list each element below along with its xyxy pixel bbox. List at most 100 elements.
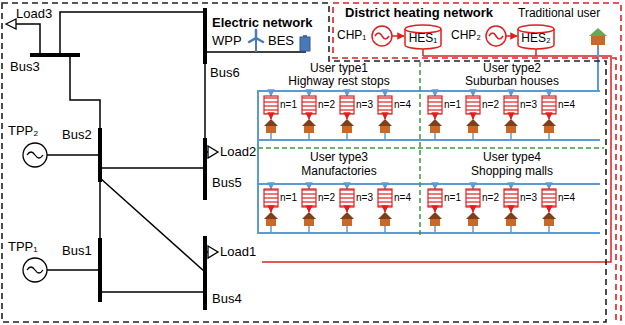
- heat-arrow: [472, 207, 474, 212]
- chp-symbol: [372, 26, 392, 46]
- generator-symbol: [23, 258, 47, 282]
- line-wire: [100, 291, 205, 293]
- house-roof: [466, 119, 480, 126]
- house-roof: [264, 212, 278, 219]
- chp-wave: [489, 33, 503, 39]
- house-roof: [504, 212, 518, 219]
- bus-bar: [203, 138, 207, 200]
- component-label: TPP₂: [8, 124, 38, 139]
- region-outline: [333, 3, 621, 320]
- heat-arrow: [346, 207, 348, 212]
- heat-arrow: [270, 207, 272, 212]
- user-unit: [340, 184, 354, 233]
- user-unit: [504, 91, 518, 140]
- user-unit: [466, 184, 480, 233]
- component-label: User type1: [310, 62, 368, 76]
- component-label: WPP: [212, 34, 242, 49]
- heat-arrow: [308, 207, 310, 212]
- return-pipe: [270, 133, 272, 140]
- turbine-blades: [249, 30, 263, 42]
- unit-index: n=3: [356, 99, 373, 111]
- heat-arrow: [510, 207, 512, 212]
- line-wire: [100, 178, 205, 272]
- user-unit: [340, 91, 354, 140]
- unit-index: n=2: [482, 192, 499, 204]
- user-unit: [264, 184, 278, 233]
- component-label: Load2: [220, 145, 256, 160]
- supply-arrow: [384, 91, 386, 96]
- chp-wave: [375, 33, 389, 39]
- group-divider: [258, 147, 604, 149]
- return-pipe: [346, 226, 348, 233]
- region-title: Electric network: [212, 15, 312, 30]
- heat-storage-tank: [378, 189, 392, 207]
- house-roof: [302, 119, 316, 126]
- house-roof: [264, 119, 278, 126]
- component-label: HES₂: [521, 32, 550, 46]
- load-wire: [16, 24, 40, 55]
- storage-cylinder: [518, 29, 554, 49]
- component-label: HES₁: [409, 32, 438, 46]
- heat-storage-tank: [466, 96, 480, 114]
- return-pipe: [510, 133, 512, 140]
- unit-index: n=4: [558, 99, 575, 111]
- line-wire: [204, 64, 206, 138]
- line-wire: [70, 55, 100, 128]
- load-symbol: [208, 146, 218, 158]
- component-label: Load1: [220, 245, 256, 260]
- unit-index: n=1: [280, 99, 297, 111]
- return-pipe: [548, 226, 550, 233]
- supply-arrow: [434, 184, 436, 189]
- supply-arrow: [346, 184, 348, 189]
- house-body: [342, 219, 352, 226]
- house-roof: [340, 212, 354, 219]
- supply-arrow: [308, 184, 310, 189]
- house-body: [506, 219, 516, 226]
- component-label: Bus5: [212, 176, 242, 191]
- unit-index: n=1: [444, 99, 461, 111]
- house-body: [468, 219, 478, 226]
- house-body: [380, 219, 390, 226]
- house-body: [266, 219, 276, 226]
- heat-storage-tank: [428, 96, 442, 114]
- component-label: Shopping malls: [471, 165, 553, 179]
- heat-storage-tank: [264, 189, 278, 207]
- house-roof: [378, 119, 392, 126]
- component-label: Bus2: [62, 128, 92, 143]
- heat-storage-tank: [340, 96, 354, 114]
- unit-index: n=2: [318, 192, 335, 204]
- return-pipe: [384, 133, 386, 140]
- heat-storage-tank: [340, 189, 354, 207]
- user-unit: [428, 91, 442, 140]
- house-body: [468, 126, 478, 133]
- component-label: CHP₁: [337, 29, 366, 43]
- return-pipe: [472, 226, 474, 233]
- supply-arrow: [472, 184, 474, 189]
- house-roof: [542, 212, 556, 219]
- heat-arrow: [346, 114, 348, 119]
- house-body: [544, 126, 554, 133]
- user-unit: [542, 91, 556, 140]
- user-pipe-link: [257, 140, 259, 184]
- user-unit: [378, 184, 392, 233]
- unit-index: n=3: [520, 192, 537, 204]
- component-label: Suburban houses: [465, 75, 559, 89]
- user-pipe-loop: [258, 184, 600, 233]
- heat-storage-tank: [466, 189, 480, 207]
- user-unit: [302, 91, 316, 140]
- heat-storage-tank: [428, 189, 442, 207]
- return-pipe: [434, 226, 436, 233]
- house-roof: [542, 119, 556, 126]
- battery: [300, 35, 310, 51]
- return-pipe: [346, 133, 348, 140]
- component-label: User type2: [483, 62, 541, 76]
- heat-storage-tank: [378, 96, 392, 114]
- heat-storage-tank: [504, 189, 518, 207]
- user-unit: [302, 184, 316, 233]
- battery-body: [300, 37, 310, 51]
- turbine-tower: [255, 38, 257, 52]
- unit-index: n=3: [356, 192, 373, 204]
- supply-arrow: [548, 91, 550, 96]
- component-label: Traditional user: [518, 7, 600, 21]
- chp-symbol: [486, 26, 506, 46]
